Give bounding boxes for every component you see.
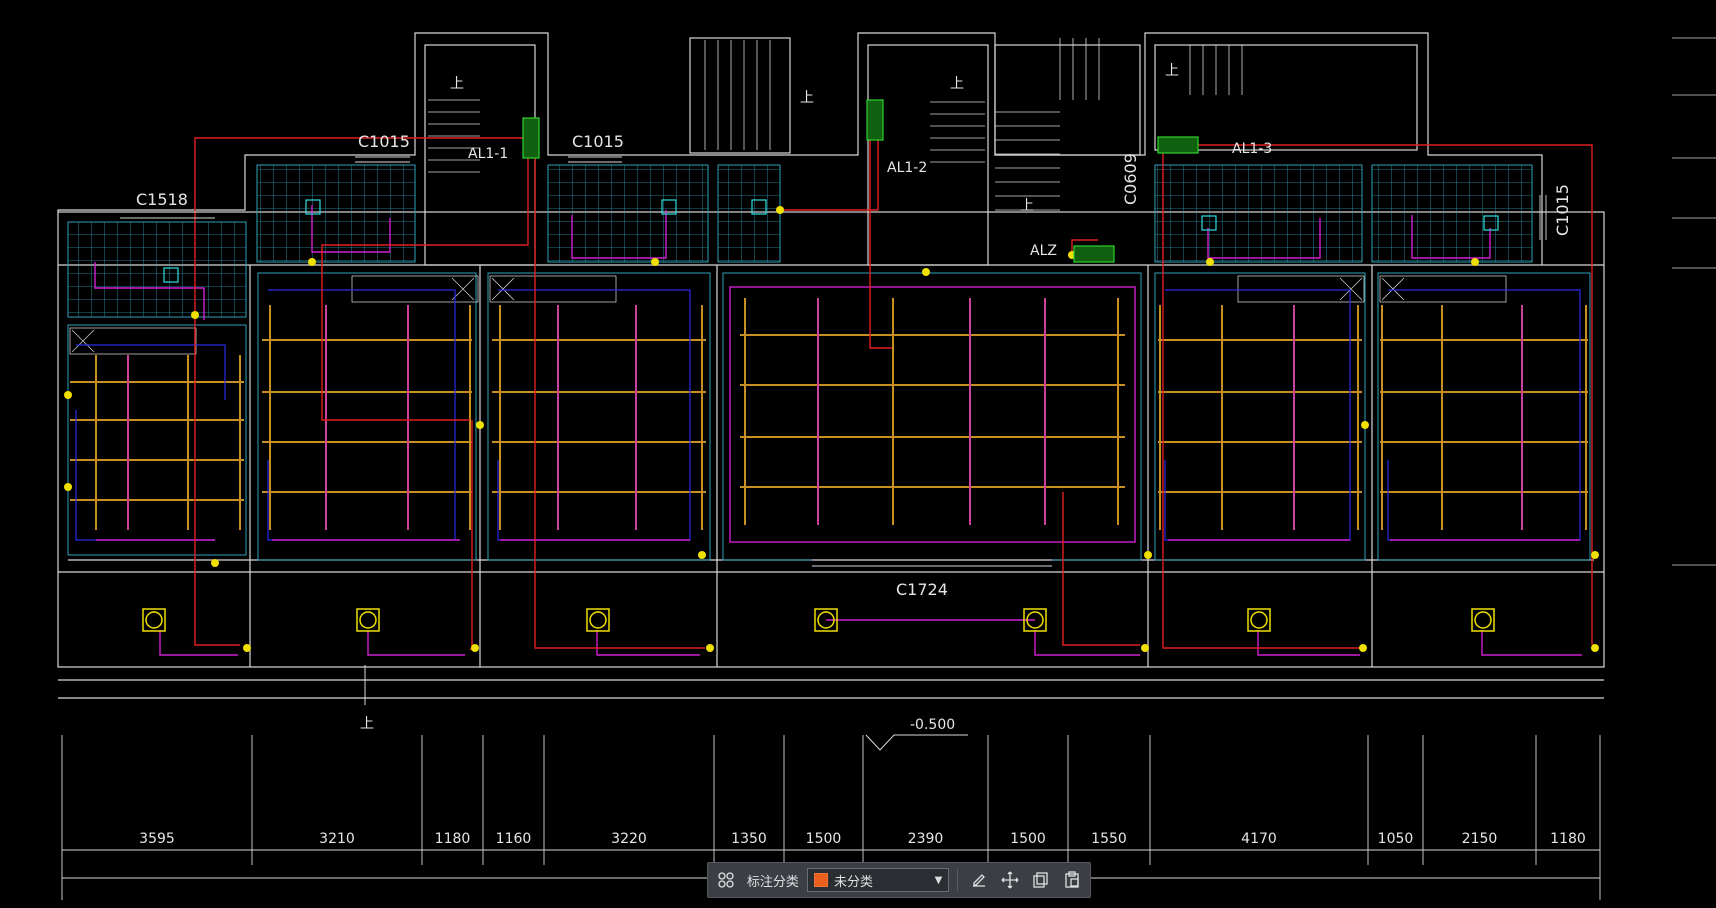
dimension-value: 1350 bbox=[731, 831, 767, 847]
move-icon[interactable] bbox=[997, 867, 1022, 893]
dimension-value: 4170 bbox=[1241, 831, 1277, 847]
dimension-value: 3220 bbox=[611, 831, 647, 847]
dimension-value: 1180 bbox=[1550, 831, 1586, 847]
window-label: C1015 bbox=[1553, 184, 1572, 236]
lamp-fixtures bbox=[142, 608, 1495, 632]
window-label: C1015 bbox=[358, 132, 410, 151]
dimension-value: 1160 bbox=[496, 831, 532, 847]
dimension-value: 2150 bbox=[1462, 831, 1498, 847]
magenta-wiring bbox=[94, 205, 1582, 656]
dimension-value: 3210 bbox=[319, 831, 355, 847]
dimension-value: 1180 bbox=[435, 831, 471, 847]
window-label: C1015 bbox=[572, 132, 624, 151]
building-walls bbox=[57, 32, 1605, 699]
stair-up-mark: 上 bbox=[800, 90, 814, 106]
stair-up-mark: 上 bbox=[450, 76, 464, 92]
edit-icon[interactable] bbox=[966, 867, 991, 893]
category-label: 标注分类 bbox=[746, 874, 799, 890]
room-frames bbox=[67, 272, 1591, 561]
red-feeders bbox=[194, 110, 1593, 651]
dimension-labels: 3595 3210 1180 1160 3220 1350 1500 2390 1500 1550… bbox=[139, 831, 1586, 847]
window-label: C1724 bbox=[896, 580, 948, 599]
light-grid bbox=[70, 298, 1588, 530]
bath-fixtures bbox=[163, 199, 1499, 283]
stair-marks: 上 上 上 上 上 上 bbox=[360, 63, 1179, 732]
level-mark: -0.500 bbox=[865, 717, 968, 751]
grid-icon[interactable] bbox=[714, 867, 739, 893]
window-labels: C1518 C1015 C1015 C0609 C1015 C1724 bbox=[136, 132, 1572, 599]
category-color-swatch bbox=[813, 873, 828, 887]
yellow-dots bbox=[64, 206, 1599, 652]
panel-label: AL1-1 bbox=[468, 146, 508, 162]
dimension-value: 1550 bbox=[1091, 831, 1127, 847]
dimension-value: 1500 bbox=[806, 831, 842, 847]
stair-treads bbox=[428, 38, 1243, 211]
dimension-value: 1050 bbox=[1378, 831, 1414, 847]
paste-icon[interactable] bbox=[1059, 867, 1084, 893]
stair-up-mark: 上 bbox=[950, 76, 964, 92]
level-value: -0.500 bbox=[910, 717, 955, 733]
panel-labels: AL1-1 AL1-2 AL1-3 ALZ bbox=[468, 141, 1272, 259]
stair-up-mark: 上 bbox=[1020, 198, 1034, 214]
edge-ticks bbox=[1672, 37, 1716, 566]
copy-icon[interactable] bbox=[1028, 867, 1053, 893]
category-dropdown[interactable]: 未分类 ▼ bbox=[806, 868, 950, 892]
stair-up-mark: 上 bbox=[1165, 63, 1179, 79]
panel-label: AL1-2 bbox=[887, 160, 927, 176]
panel-label: AL1-3 bbox=[1232, 141, 1272, 157]
panel-boxes bbox=[522, 99, 1199, 263]
window-lines bbox=[120, 156, 1547, 567]
dimension-value: 2390 bbox=[908, 831, 944, 847]
dimension-value: 1500 bbox=[1010, 831, 1046, 847]
window-label: C0609 bbox=[1121, 153, 1140, 205]
hatched-units bbox=[69, 275, 1507, 355]
dimension-value: 3595 bbox=[139, 831, 175, 847]
panel-label: ALZ bbox=[1030, 243, 1057, 259]
toolbar-divider bbox=[957, 869, 959, 891]
annotation-toolbar: 标注分类 未分类 ▼ bbox=[707, 862, 1091, 898]
window-label: C1518 bbox=[136, 190, 188, 209]
category-value: 未分类 bbox=[833, 874, 873, 890]
bathroom-tiles bbox=[67, 164, 1533, 318]
chevron-down-icon: ▼ bbox=[934, 874, 943, 886]
stair-up-mark: 上 bbox=[360, 716, 374, 732]
blue-wiring bbox=[75, 289, 1581, 541]
